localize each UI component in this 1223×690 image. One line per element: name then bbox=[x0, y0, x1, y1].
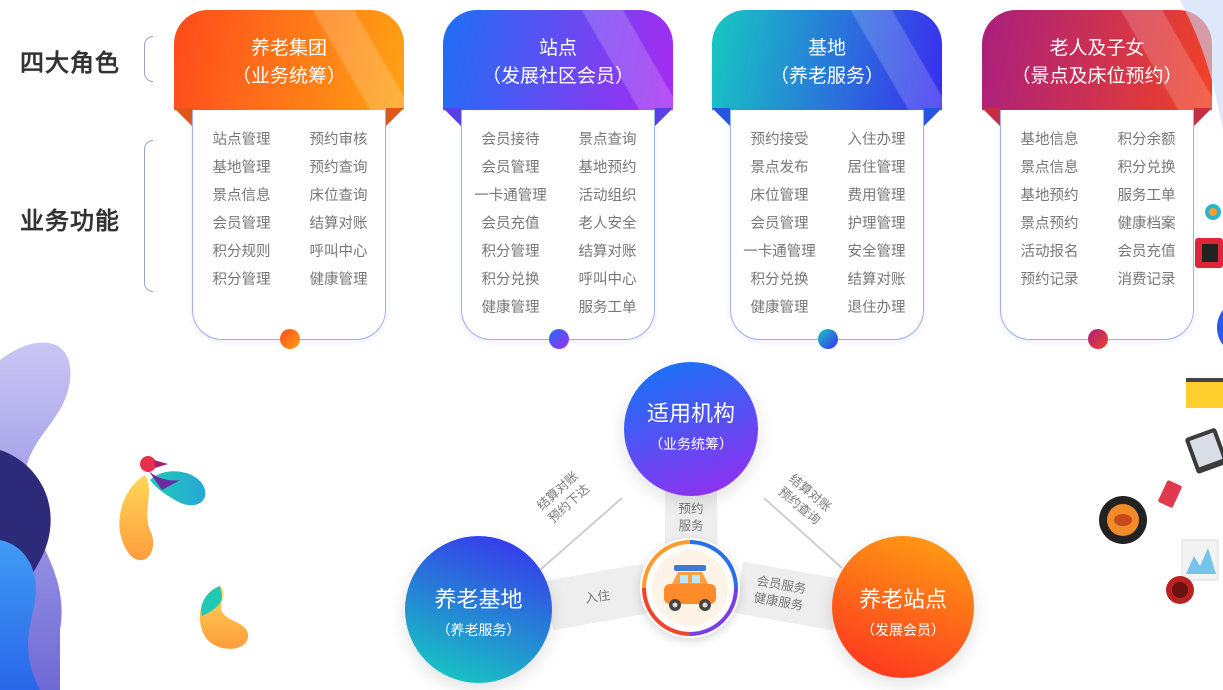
card-header: 老人及子女 （景点及床位预约） bbox=[982, 10, 1212, 110]
function-item: 会员管理 bbox=[481, 160, 540, 176]
function-item: 退住办理 bbox=[847, 300, 906, 316]
function-item: 景点发布 bbox=[750, 160, 809, 176]
roles-label: 四大角色 bbox=[20, 49, 120, 77]
decorative-desk-items-right bbox=[1099, 0, 1223, 604]
function-item: 基地预约 bbox=[1020, 188, 1079, 204]
card-fold-left bbox=[174, 108, 192, 126]
card-header: 基地 （养老服务） bbox=[712, 10, 942, 110]
card-dot bbox=[280, 329, 300, 349]
functions-label: 业务功能 bbox=[20, 207, 120, 235]
card-function-list: 预约接受 入住办理景点发布 居住管理床位管理 费用管理会员管理 护理管理一卡通管理 安全管… bbox=[730, 110, 924, 349]
card-fold-right bbox=[924, 108, 942, 126]
decorative-bird bbox=[119, 456, 206, 561]
function-item: 基地信息 bbox=[1020, 132, 1079, 148]
function-item: 服务工单 bbox=[1117, 188, 1176, 204]
decorative-shape-2 bbox=[199, 586, 249, 649]
function-item: 一卡通管理 bbox=[743, 244, 816, 260]
function-item: 景点预约 bbox=[1020, 216, 1079, 232]
function-item: 护理管理 bbox=[847, 216, 906, 232]
decorative-waves-left bbox=[0, 342, 71, 690]
function-item: 健康管理 bbox=[750, 300, 809, 316]
function-item: 会员接待 bbox=[481, 132, 540, 148]
function-item: 床位管理 bbox=[750, 188, 809, 204]
card-dot bbox=[1088, 329, 1108, 349]
card-dot bbox=[818, 329, 838, 349]
function-item: 基地预约 bbox=[578, 160, 637, 176]
function-item: 积分规则 bbox=[212, 244, 271, 260]
hub-circle-institution: 适用机构 （业务统筹） bbox=[624, 362, 758, 496]
function-item: 积分管理 bbox=[212, 272, 271, 288]
function-item: 健康管理 bbox=[309, 272, 368, 288]
function-item: 健康管理 bbox=[481, 300, 540, 316]
card-subtitle: （发展社区会员） bbox=[481, 65, 634, 87]
card-function-list: 站点管理 预约审核基地管理 预约查询景点信息 床位查询会员管理 结算对账积分规则 呼叫中心… bbox=[192, 110, 386, 349]
car-travel-icon bbox=[642, 540, 738, 636]
function-item: 站点管理 bbox=[212, 132, 271, 148]
function-item: 景点查询 bbox=[578, 132, 637, 148]
card-title: 站点 bbox=[538, 37, 577, 59]
card-function-list: 基地信息 积分余额景点信息 积分兑换基地预约 服务工单景点预约 健康档案活动报名 会员充值… bbox=[1000, 110, 1194, 349]
card-subtitle: （养老服务） bbox=[769, 65, 884, 87]
card-subtitle: （景点及床位预约） bbox=[1011, 65, 1183, 87]
function-item: 居住管理 bbox=[847, 160, 906, 176]
function-item: 结算对账 bbox=[309, 216, 368, 232]
card-function-list: 会员接待 景点查询会员管理 基地预约一卡通管理 活动组织会员充值 老人安全积分管理 结算对… bbox=[461, 110, 655, 349]
card-dot bbox=[549, 329, 569, 349]
function-item: 结算对账 bbox=[578, 244, 637, 260]
function-item: 服务工单 bbox=[578, 300, 637, 316]
function-item: 安全管理 bbox=[847, 244, 906, 260]
function-item: 积分兑换 bbox=[481, 272, 540, 288]
card-base: 基地 （养老服务） 预约接受 入住办理景点发布 居住管理床位管理 费用管理会员管理 护理管理… bbox=[712, 10, 942, 349]
card-fold-right bbox=[386, 108, 404, 126]
card-fold-right bbox=[1194, 108, 1212, 126]
function-item: 活动报名 bbox=[1020, 244, 1079, 260]
card-elderly-family: 老人及子女 （景点及床位预约） 基地信息 积分余额景点信息 积分兑换基地预约 服务工单景点… bbox=[982, 10, 1212, 349]
center-emblem bbox=[640, 538, 740, 638]
function-item: 积分兑换 bbox=[1117, 160, 1176, 176]
function-item: 预约审核 bbox=[309, 132, 368, 148]
function-item: 积分余额 bbox=[1117, 132, 1176, 148]
card-elderly-group: 养老集团 （业务统筹） 站点管理 预约审核基地管理 预约查询景点信息 床位查询会员管理 结算… bbox=[174, 10, 404, 349]
function-item: 景点信息 bbox=[1020, 160, 1079, 176]
card-title: 老人及子女 bbox=[1049, 37, 1145, 59]
hub-circle-station: 养老站点 （发展会员） bbox=[832, 536, 974, 678]
function-item: 预约查询 bbox=[309, 160, 368, 176]
function-item: 老人安全 bbox=[578, 216, 637, 232]
function-item: 预约记录 bbox=[1020, 272, 1079, 288]
hub-circle-base: 养老基地 （养老服务） bbox=[405, 536, 552, 683]
function-item: 活动组织 bbox=[578, 188, 637, 204]
function-item: 入住办理 bbox=[847, 132, 906, 148]
connector-top-center: 预约服务 bbox=[678, 501, 704, 533]
function-item: 会员管理 bbox=[212, 216, 271, 232]
function-item: 景点信息 bbox=[212, 188, 271, 204]
function-item: 呼叫中心 bbox=[309, 244, 368, 260]
card-fold-left bbox=[712, 108, 730, 126]
card-station: 站点 （发展社区会员） 会员接待 景点查询会员管理 基地预约一卡通管理 活动组织会员充值 老… bbox=[443, 10, 673, 349]
card-title: 养老集团 bbox=[250, 37, 327, 59]
function-item: 会员管理 bbox=[750, 216, 809, 232]
function-item: 消费记录 bbox=[1117, 272, 1176, 288]
function-item: 积分管理 bbox=[481, 244, 540, 260]
function-item: 床位查询 bbox=[309, 188, 368, 204]
card-fold-right bbox=[655, 108, 673, 126]
function-item: 会员充值 bbox=[481, 216, 540, 232]
function-item: 一卡通管理 bbox=[474, 188, 547, 204]
function-item: 呼叫中心 bbox=[578, 272, 637, 288]
connector-left-center: 入住 bbox=[584, 587, 611, 606]
card-header: 站点 （发展社区会员） bbox=[443, 10, 673, 110]
function-item: 基地管理 bbox=[212, 160, 271, 176]
card-fold-left bbox=[982, 108, 1000, 126]
function-item: 结算对账 bbox=[847, 272, 906, 288]
function-item: 积分兑换 bbox=[750, 272, 809, 288]
function-item: 费用管理 bbox=[847, 188, 906, 204]
function-item: 健康档案 bbox=[1117, 216, 1176, 232]
card-title: 基地 bbox=[807, 37, 846, 59]
card-header: 养老集团 （业务统筹） bbox=[174, 10, 404, 110]
card-fold-left bbox=[443, 108, 461, 126]
function-item: 预约接受 bbox=[750, 132, 809, 148]
card-subtitle: （业务统筹） bbox=[231, 65, 346, 87]
function-item: 会员充值 bbox=[1117, 244, 1176, 260]
